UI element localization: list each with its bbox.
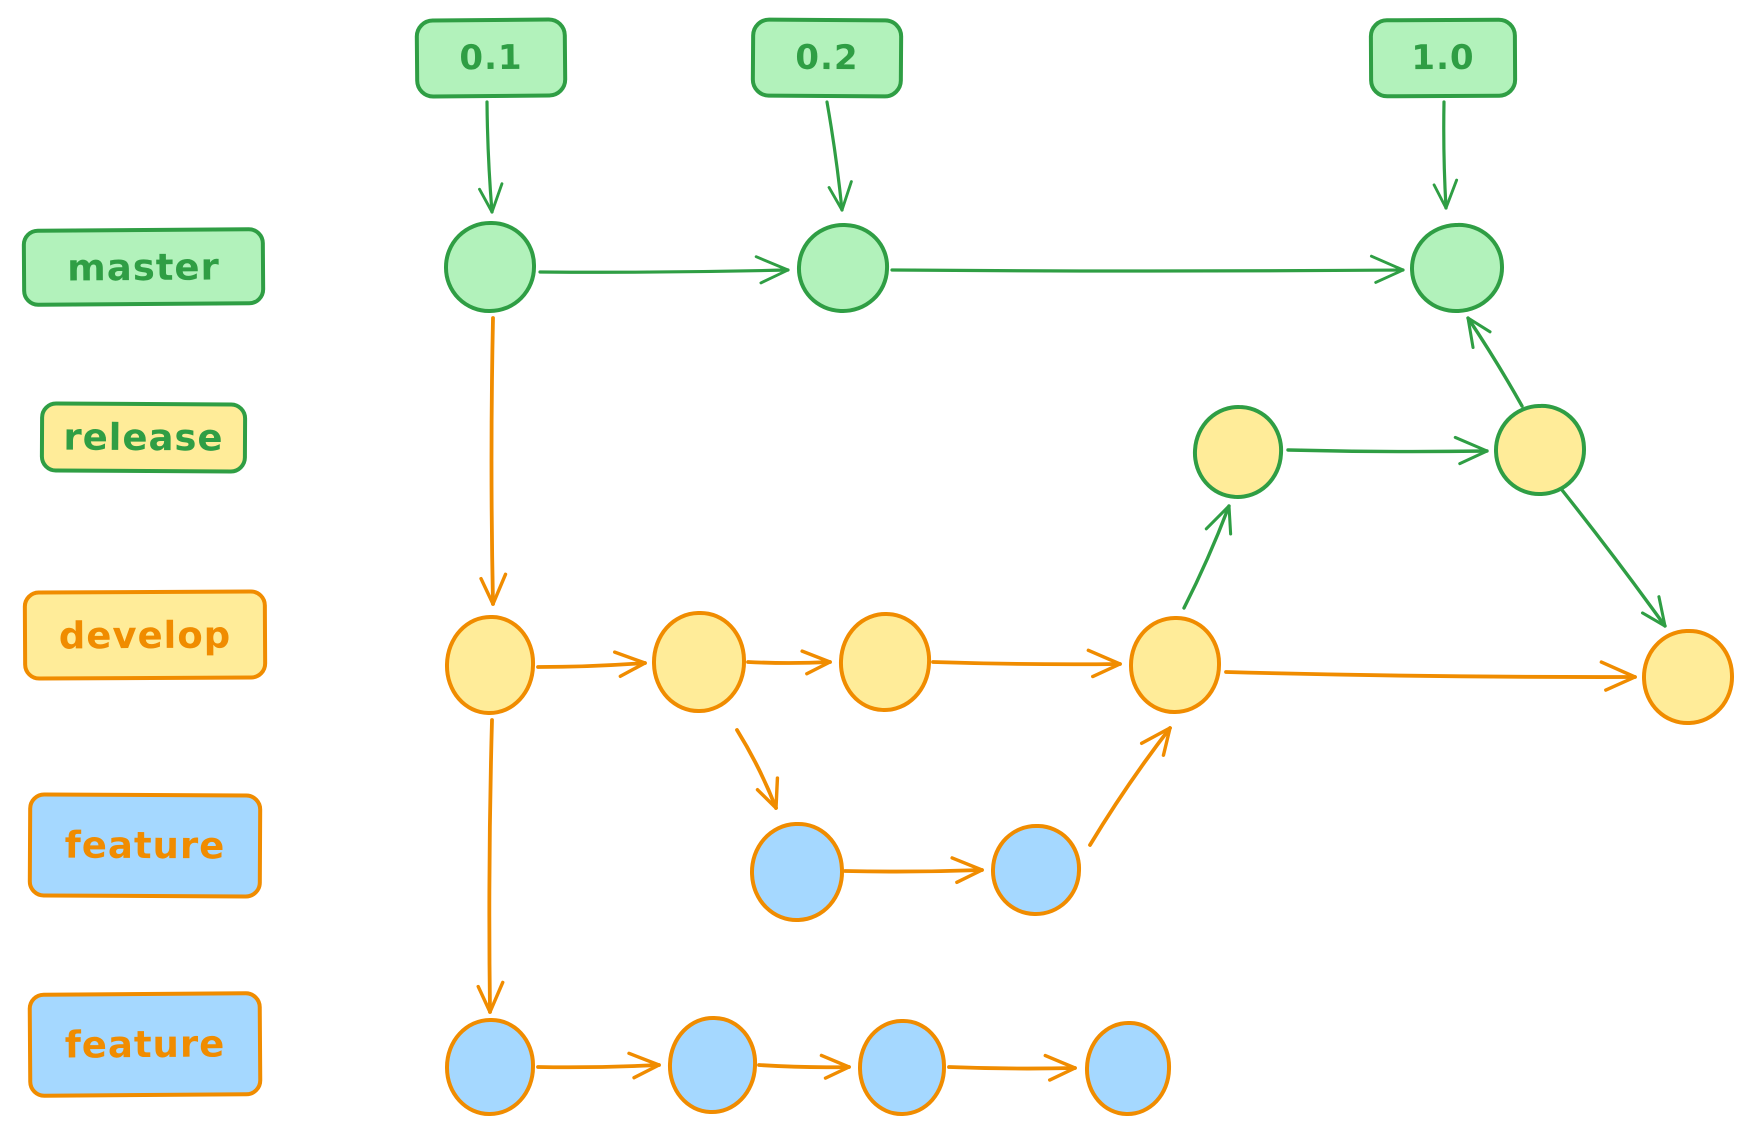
commit-node-develop-4: [1129, 616, 1221, 714]
branch-label-text: release: [63, 415, 224, 460]
arrow-tag02-to-master2: [825, 100, 853, 212]
arrow-develop1-to-feature2: [476, 718, 505, 1014]
commit-node-develop-2: [651, 610, 747, 714]
version-tag-0-2: 0.2: [750, 17, 904, 99]
branch-label-master: master: [21, 227, 266, 307]
arrow-release1-to-release2: [1286, 435, 1489, 466]
commit-node-master-2: [795, 221, 891, 315]
commit-node-feature2-2: [665, 1014, 759, 1116]
arrow-feature2c-to-2d: [947, 1053, 1077, 1082]
arrow-master1-to-develop1: [479, 316, 508, 606]
arrow-develop1-to-develop2: [536, 650, 647, 679]
arrow-develop4-to-release1: [1182, 504, 1233, 610]
commit-node-release-1: [1190, 402, 1286, 502]
arrow-master2-to-master3: [890, 254, 1405, 284]
commit-node-feature2-1: [445, 1018, 535, 1116]
arrow-feature2a-to-2b: [536, 1051, 661, 1080]
arrow-release2-to-master3: [1466, 316, 1524, 408]
commit-node-develop-3: [837, 610, 933, 714]
arrow-tag10-to-master3: [1432, 100, 1459, 210]
version-tag-label: 1.0: [1411, 37, 1475, 79]
version-tag-label: 0.1: [459, 37, 523, 79]
branch-label-feature-1: feature: [27, 792, 263, 899]
version-tag-0-1: 0.1: [414, 17, 568, 99]
commit-node-master-1: [444, 221, 536, 313]
commit-node-release-2: [1492, 402, 1588, 498]
commit-node-feature1-1: [748, 820, 846, 924]
branch-label-feature-2: feature: [27, 991, 263, 1098]
arrow-feature1a-to-1b: [843, 856, 984, 885]
arrow-tag01-to-master1: [478, 100, 504, 214]
commit-node-feature2-4: [1084, 1019, 1172, 1117]
arrow-develop2-to-feature1: [735, 728, 780, 810]
arrow-develop2-to-develop3: [746, 649, 832, 676]
commit-node-feature1-2: [990, 823, 1082, 917]
arrow-master1-to-master2: [538, 255, 790, 285]
commit-node-master-3: [1408, 221, 1506, 315]
branch-label-release: release: [39, 401, 248, 474]
commit-node-develop-5: [1640, 627, 1736, 727]
branch-label-develop: develop: [22, 589, 268, 681]
commit-node-feature2-3: [857, 1017, 947, 1117]
arrow-release2-to-develop5: [1560, 488, 1667, 628]
branch-label-text: feature: [64, 1022, 226, 1067]
branch-label-text: master: [67, 244, 220, 290]
arrow-develop3-to-develop4: [931, 648, 1122, 679]
arrow-feature1b-to-develop4: [1088, 726, 1172, 847]
commit-node-develop-1: [444, 614, 536, 716]
branch-label-text: feature: [64, 823, 226, 868]
version-tag-1-0: 1.0: [1368, 17, 1518, 99]
branch-label-text: develop: [58, 613, 232, 657]
version-tag-label: 0.2: [795, 37, 859, 79]
arrow-develop4-to-develop5: [1224, 660, 1637, 692]
arrow-feature2b-to-2c: [757, 1053, 851, 1080]
